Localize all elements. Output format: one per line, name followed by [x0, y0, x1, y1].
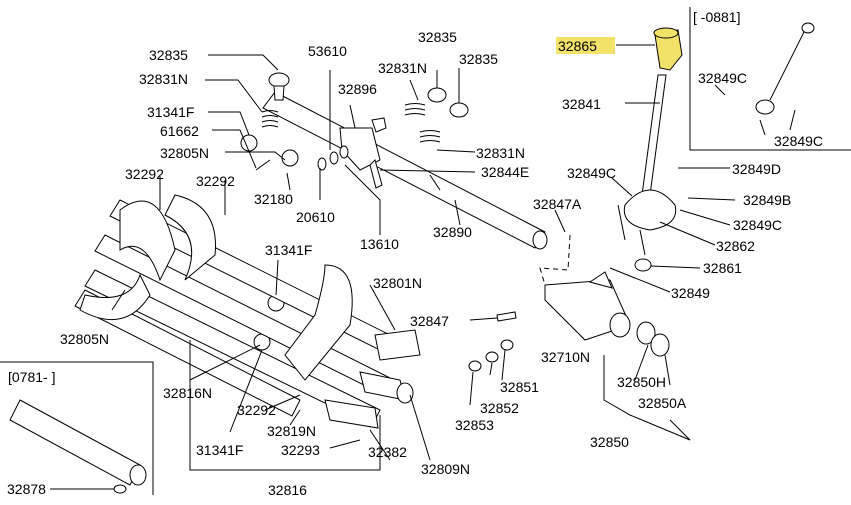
- part-label-32844E: 32844E: [481, 164, 529, 180]
- part-label-32835: 32835: [459, 51, 498, 67]
- part-label-32809N: 32809N: [421, 461, 470, 477]
- part-label-32849C: 32849C: [698, 70, 747, 86]
- part-label-32816N: 32816N: [163, 385, 212, 401]
- part-label-31341F: 31341F: [265, 242, 312, 258]
- part-label-32851: 32851: [500, 379, 539, 395]
- washers-20610-13610: [317, 145, 349, 171]
- lever-32841: [641, 74, 667, 196]
- inset-transmission: [9, 399, 147, 494]
- part-label-32852: 32852: [480, 400, 519, 416]
- part-label-32805N: 32805N: [160, 145, 209, 161]
- bolt-32835: [268, 72, 290, 101]
- knob-32865: [653, 27, 683, 71]
- part-label-32831N: 32831N: [378, 60, 427, 76]
- part-label-32831N: 32831N: [476, 145, 525, 161]
- part-label-32293: 32293: [281, 442, 320, 458]
- bracket-32896: [339, 117, 387, 189]
- inset-lever: [755, 22, 815, 136]
- part-label-32850A: 32850A: [638, 395, 687, 411]
- highlight-box: [556, 37, 615, 54]
- part-label-32831N: 32831N: [139, 71, 188, 87]
- part-label-32862: 32862: [716, 238, 755, 254]
- bolt-32847: [496, 311, 517, 322]
- part-label-32850: 32850: [590, 434, 629, 450]
- bushing-32861: [634, 258, 652, 272]
- part-label-32847A: 32847A: [533, 196, 582, 212]
- inset-bottom-left: [0781- ]: [0, 361, 154, 495]
- part-label-32849C: 32849C: [733, 217, 782, 233]
- lever-bracket-32710N: [544, 271, 631, 341]
- part-label-32835: 32835: [418, 29, 457, 45]
- inset-range-label: [0781- ]: [8, 369, 55, 385]
- part-label-32816: 32816: [268, 482, 307, 498]
- part-label-32896: 32896: [338, 81, 377, 97]
- fork-brackets: [324, 329, 421, 429]
- part-label-32849D: 32849D: [732, 161, 781, 177]
- part-label-32841: 32841: [562, 96, 601, 112]
- part-label-32861: 32861: [703, 260, 742, 276]
- part-label-32292: 32292: [196, 173, 235, 189]
- part-label-32292: 32292: [125, 166, 164, 182]
- part-label-61662: 61662: [160, 123, 199, 139]
- part-label-32382: 32382: [368, 444, 407, 460]
- part-label-32801N: 32801N: [373, 275, 422, 291]
- part-label-32853: 32853: [455, 417, 494, 433]
- part-label-32849C: 32849C: [567, 165, 616, 181]
- springs-32831N: [261, 103, 441, 143]
- part-label-32847: 32847: [410, 313, 449, 329]
- bushings-32850: [636, 321, 670, 357]
- inset-range-label: [ -0881]: [693, 9, 740, 25]
- part-label-32849: 32849: [671, 285, 710, 301]
- part-label-32849B: 32849B: [743, 192, 791, 208]
- inset-top-right: [ -0881]: [689, 7, 851, 151]
- boot-32862: [623, 189, 677, 256]
- part-label-32805N: 32805N: [60, 331, 109, 347]
- part-label-53610: 53610: [308, 43, 347, 59]
- part-label-13610: 13610: [360, 236, 399, 252]
- shift-forks: [79, 194, 353, 381]
- part-label-20610: 20610: [296, 209, 335, 225]
- shift-rod-32890: [262, 91, 548, 250]
- bolts-32851-32853: [468, 339, 514, 372]
- part-label-32878: 32878: [7, 481, 46, 497]
- part-label-31341F: 31341F: [196, 442, 243, 458]
- part-label-32710N: 32710N: [541, 349, 590, 365]
- part-label-32865: 32865: [558, 38, 597, 54]
- part-label-32835: 32835: [149, 47, 188, 63]
- part-label-32292: 32292: [237, 402, 276, 418]
- plugs-32835: [427, 87, 469, 118]
- part-label-32180: 32180: [254, 191, 293, 207]
- part-label-32819N: 32819N: [267, 423, 316, 439]
- balls-31341F: [240, 134, 285, 351]
- part-label-32849C: 32849C: [774, 133, 823, 149]
- part-label-32890: 32890: [433, 224, 472, 240]
- part-label-32850H: 32850H: [617, 374, 666, 390]
- leader-lines: [50, 44, 796, 490]
- part-label-31341F: 31341F: [147, 104, 194, 120]
- dashed-connector: [539, 234, 571, 286]
- part-labels: 32835 32831N 31341F 61662 32805N 32292 3…: [7, 29, 823, 498]
